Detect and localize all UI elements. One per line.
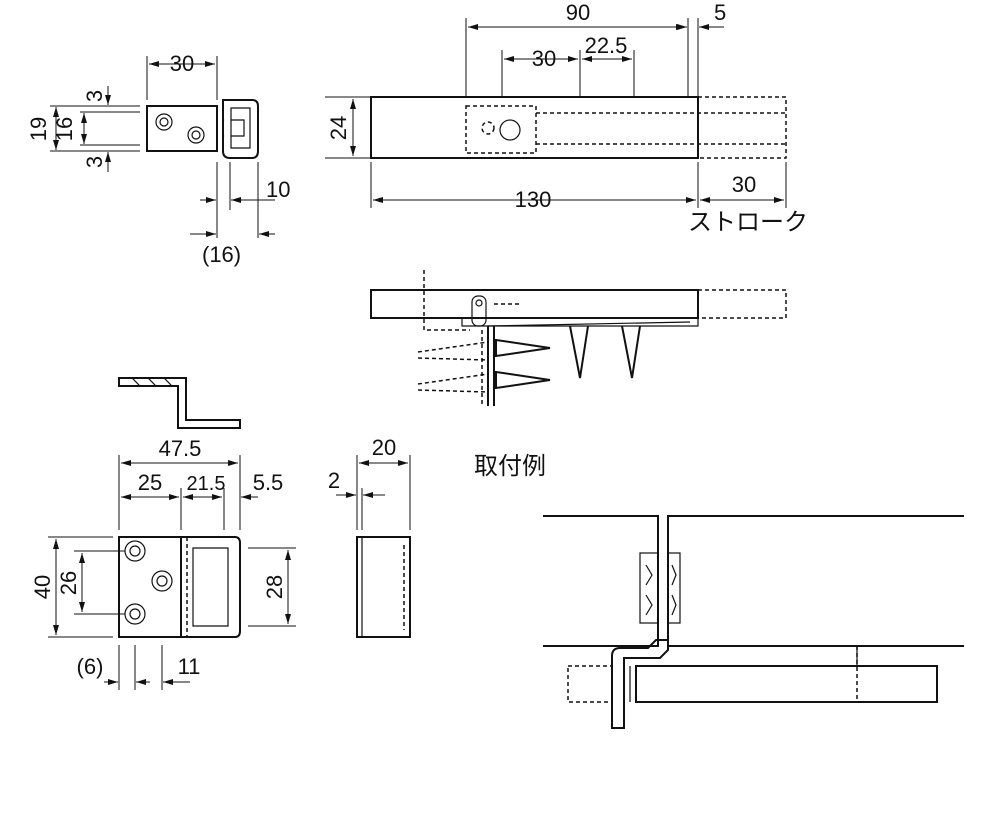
dim-24: 24: [326, 116, 351, 140]
dim-20: 20: [372, 435, 396, 460]
dim-3-bottom: 3: [82, 156, 107, 168]
dim-3-top: 3: [82, 90, 107, 102]
dim-2: 2: [328, 468, 340, 493]
main-body-top-view: 90 5 30 22.5 24 130 30 ストローク: [325, 0, 808, 236]
dim-47-5: 47.5: [159, 436, 202, 461]
catch-end-view: 30 19 16 3 3 10 (16): [26, 51, 290, 267]
dim-6-paren: (6): [77, 654, 104, 679]
dim-16-paren: (16): [202, 242, 241, 267]
dim-25: 25: [138, 470, 162, 495]
dim-5-5: 5.5: [253, 470, 284, 495]
dim-11: 11: [178, 654, 201, 679]
mounting-example: 取付例: [474, 452, 964, 729]
mounting-example-title: 取付例: [474, 452, 546, 480]
dim-40: 40: [30, 575, 55, 599]
dim-5: 5: [714, 0, 726, 25]
dim-30-top: 30: [532, 46, 556, 71]
dim-90: 90: [566, 0, 590, 25]
stroke-label: ストローク: [688, 208, 808, 236]
main-body-side-view: [370, 270, 787, 406]
dim-10: 10: [266, 177, 290, 202]
dim-21-5: 21.5: [187, 473, 226, 495]
dim-22-5: 22.5: [585, 33, 628, 58]
dim-26: 26: [56, 571, 81, 595]
dim-30-stroke: 30: [732, 172, 756, 197]
catch-plate-views: 47.5 25 21.5 5.5 40 26 28 (6) 11: [30, 377, 296, 690]
dim-16-height: 16: [52, 117, 77, 141]
dim-19-height: 19: [26, 117, 51, 141]
dim-30-width: 30: [170, 51, 194, 76]
catch-plate-side: 20 2: [328, 435, 411, 638]
dim-130: 130: [515, 187, 552, 212]
dim-28: 28: [262, 575, 287, 599]
